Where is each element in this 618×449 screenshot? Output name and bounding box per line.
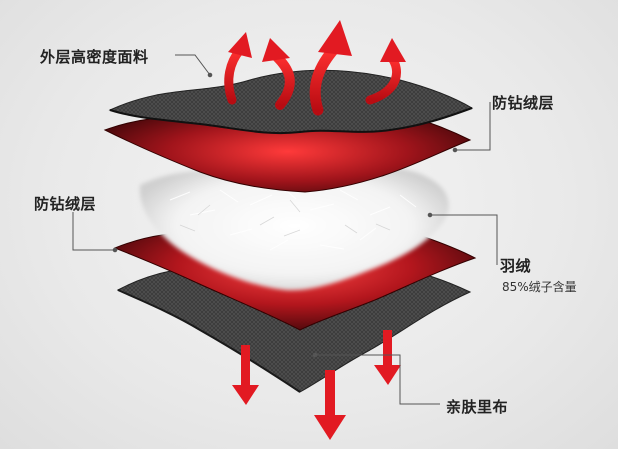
down-arrow-icon [374,330,401,385]
down-arrow-icon [314,370,346,440]
curved-up-arrow-icon [262,38,295,110]
lining-label: 亲肤里布 [446,398,509,416]
down-content-label: 85%绒子含量 [502,280,577,294]
down-label: 羽绒 [500,257,532,275]
curved-up-arrow-icon [309,20,352,116]
outer-fabric-layer [108,69,474,135]
curved-up-arrow-icon [365,38,406,105]
anti-down-left-label: 防钻绒层 [34,195,97,213]
down-layer [139,160,449,291]
leader-lines [72,54,498,405]
outer-fabric-label: 外层高密度面料 [40,48,149,66]
curved-up-arrow-icon [224,32,252,105]
down-arrow-icon [232,345,259,405]
anti-down-top-label: 防钻绒层 [492,94,555,112]
